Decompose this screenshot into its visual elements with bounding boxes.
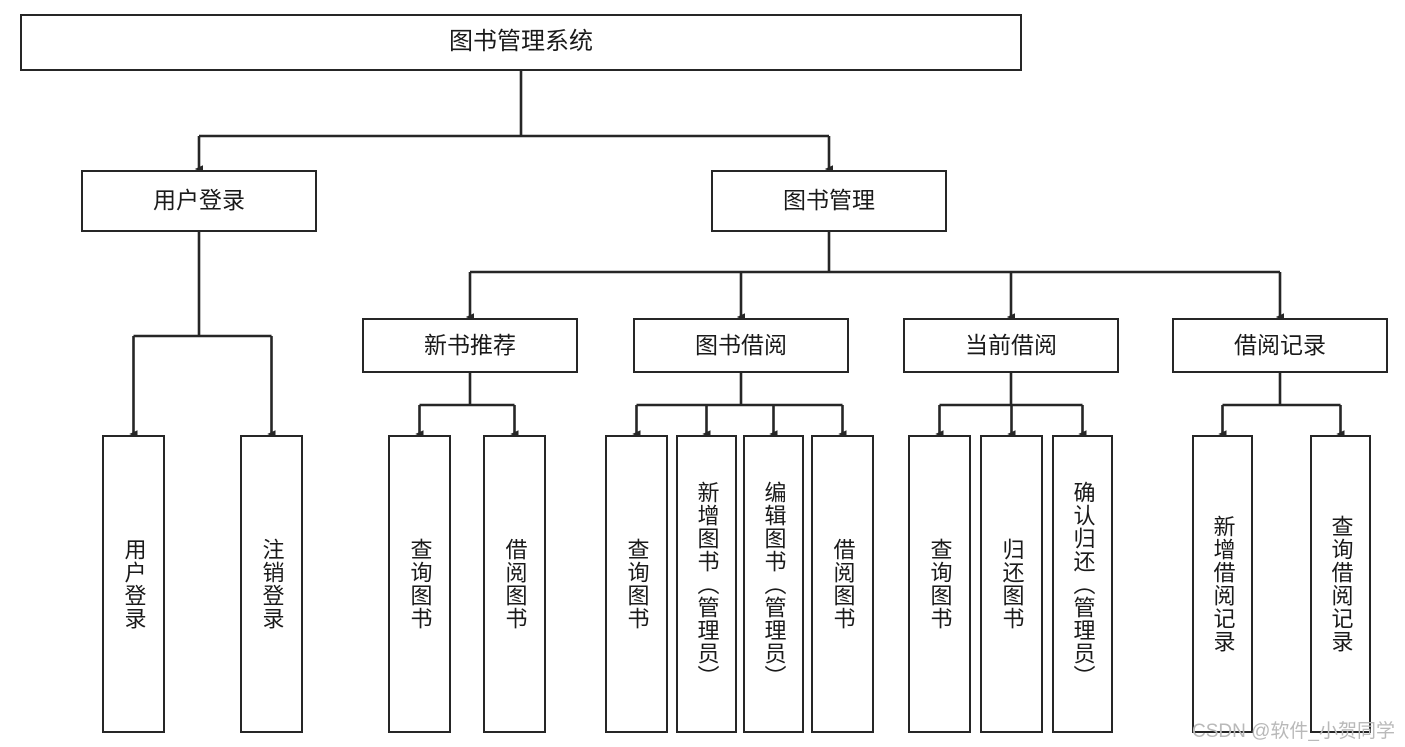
node-label-leaf-return-book: 归还图书	[999, 538, 1025, 630]
node-label-leaf-query-book-2: 查询图书	[624, 538, 650, 630]
node-user-login[interactable]: 用户登录	[81, 170, 317, 232]
node-leaf-confirm-return[interactable]: 确认归还（管理员）	[1052, 435, 1113, 733]
connector-group	[129, 71, 1345, 438]
node-leaf-logout[interactable]: 注销登录	[240, 435, 303, 733]
node-label-new-book-rec: 新书推荐	[424, 331, 516, 358]
node-leaf-query-book-3[interactable]: 查询图书	[908, 435, 971, 733]
node-root[interactable]: 图书管理系统	[20, 14, 1022, 71]
node-label-leaf-query-record: 查询借阅记录	[1328, 515, 1354, 653]
node-label-book-manage: 图书管理	[783, 187, 875, 214]
node-leaf-borrow-book-1[interactable]: 借阅图书	[483, 435, 546, 733]
node-current-borrow[interactable]: 当前借阅	[903, 318, 1119, 373]
node-leaf-query-record[interactable]: 查询借阅记录	[1310, 435, 1371, 733]
node-label-user-login: 用户登录	[153, 187, 245, 214]
node-label-leaf-add-book: 新增图书（管理员）	[694, 480, 720, 688]
node-label-root: 图书管理系统	[449, 28, 593, 56]
node-label-current-borrow: 当前借阅	[965, 331, 1057, 358]
node-book-borrow[interactable]: 图书借阅	[633, 318, 849, 373]
node-leaf-add-book[interactable]: 新增图书（管理员）	[676, 435, 737, 733]
node-label-leaf-edit-book: 编辑图书（管理员）	[761, 480, 787, 688]
node-label-leaf-query-book-1: 查询图书	[407, 538, 433, 630]
node-label-borrow-record: 借阅记录	[1234, 331, 1326, 358]
node-new-book-rec[interactable]: 新书推荐	[362, 318, 578, 373]
node-leaf-query-book-1[interactable]: 查询图书	[388, 435, 451, 733]
node-leaf-query-book-2[interactable]: 查询图书	[605, 435, 668, 733]
node-label-book-borrow: 图书借阅	[695, 331, 787, 358]
node-label-leaf-user-login: 用户登录	[121, 538, 147, 630]
node-label-leaf-query-book-3: 查询图书	[927, 538, 953, 630]
node-leaf-borrow-book-2[interactable]: 借阅图书	[811, 435, 874, 733]
node-label-leaf-borrow-book-1: 借阅图书	[502, 538, 528, 630]
node-leaf-edit-book[interactable]: 编辑图书（管理员）	[743, 435, 804, 733]
node-leaf-return-book[interactable]: 归还图书	[980, 435, 1043, 733]
node-leaf-user-login[interactable]: 用户登录	[102, 435, 165, 733]
node-label-leaf-logout: 注销登录	[259, 538, 285, 630]
node-book-manage[interactable]: 图书管理	[711, 170, 947, 232]
node-borrow-record[interactable]: 借阅记录	[1172, 318, 1388, 373]
node-label-leaf-borrow-book-2: 借阅图书	[830, 538, 856, 630]
node-label-leaf-add-record: 新增借阅记录	[1210, 515, 1236, 653]
node-label-leaf-confirm-return: 确认归还（管理员）	[1070, 480, 1096, 688]
node-leaf-add-record[interactable]: 新增借阅记录	[1192, 435, 1253, 733]
